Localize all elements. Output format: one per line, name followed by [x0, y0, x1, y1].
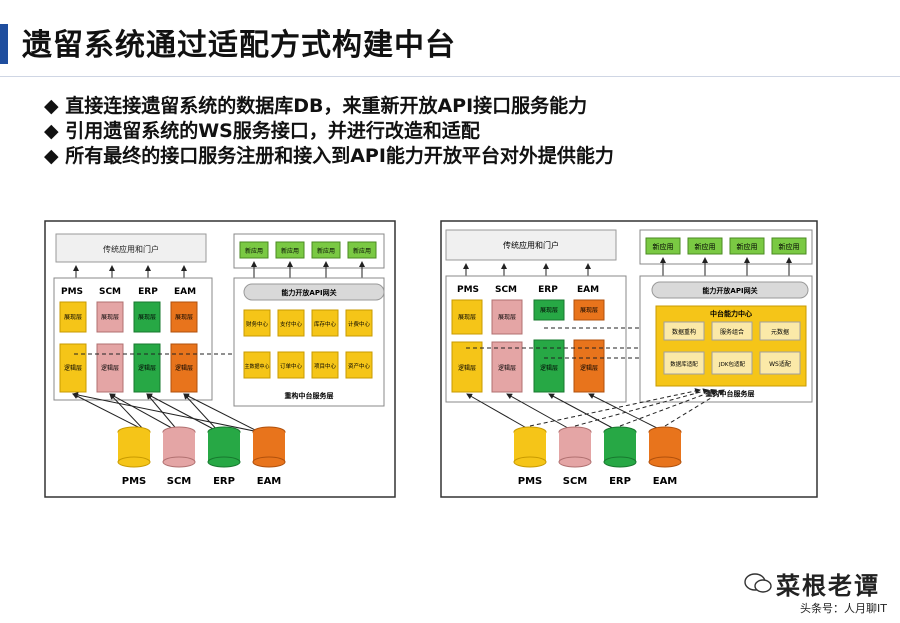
- center-label: 计费中心: [348, 320, 371, 328]
- db-label: SCM: [563, 476, 588, 487]
- portal-label: 传统应用和门户: [103, 244, 159, 254]
- new-app-label: 新应用: [737, 242, 758, 251]
- layer-label: 逻辑层: [458, 364, 476, 372]
- db-label: SCM: [167, 476, 192, 487]
- center-label: 资产中心: [348, 362, 371, 370]
- title-divider: [0, 76, 900, 77]
- layer-label: 逻辑层: [64, 364, 82, 372]
- service-layer-label: 重构中台服务层: [285, 391, 334, 400]
- adapter-label: 服务组合: [720, 328, 744, 336]
- layer-label: 展现层: [458, 314, 476, 321]
- system-label: PMS: [457, 285, 479, 295]
- system-label: EAM: [174, 287, 196, 297]
- layer-label: 展现层: [580, 307, 598, 314]
- db-label: ERP: [213, 476, 235, 487]
- layer-label: 展现层: [64, 314, 82, 321]
- gateway-label: 能力开放API网关: [702, 286, 757, 295]
- new-app-label: 新应用: [317, 247, 335, 255]
- bullet-item: ◆ 直接连接遗留系统的数据库DB，来重新开放API接口服务能力: [44, 95, 588, 117]
- center-label: 主数据中心: [244, 363, 269, 370]
- new-app-label: 新应用: [245, 247, 263, 255]
- layer-label: 展现层: [498, 314, 516, 321]
- wechat-icon: [744, 573, 772, 593]
- db-label: EAM: [653, 476, 678, 487]
- left-architecture-diagram: 传统应用和门户 PMS SCM ERP EAM 展现层 展现层 展现层 展现层 …: [44, 220, 396, 498]
- adapter-label: 数据重构: [672, 328, 696, 336]
- portal-label: 传统应用和门户: [503, 240, 559, 250]
- bullet-item: ◆ 引用遗留系统的WS服务接口，并进行改造和适配: [44, 120, 480, 142]
- adapter-label: 数据库适配: [670, 360, 698, 368]
- center-label: 项目中心: [314, 362, 337, 370]
- adapter-label: 元数据: [771, 328, 789, 336]
- gateway-label: 能力开放API网关: [281, 288, 336, 297]
- title-accent-bar: [0, 24, 8, 64]
- new-app-label: 新应用: [695, 242, 716, 251]
- layer-label: 展现层: [175, 314, 193, 321]
- layer-label: 展现层: [138, 314, 156, 321]
- center-label: 库存中心: [314, 320, 337, 328]
- layer-label: 逻辑层: [580, 364, 598, 372]
- system-label: PMS: [61, 287, 83, 297]
- db-label: PMS: [518, 476, 542, 487]
- service-layer-label: 重构中台服务层: [706, 389, 755, 398]
- layer-label: 展现层: [540, 307, 558, 314]
- bullet-list: ◆ 直接连接遗留系统的数据库DB，来重新开放API接口服务能力 ◆ 引用遗留系统…: [44, 94, 614, 169]
- system-label: SCM: [495, 285, 517, 295]
- layer-label: 逻辑层: [175, 364, 193, 372]
- layer-label: 展现层: [101, 314, 119, 321]
- system-label: SCM: [99, 287, 121, 297]
- system-label: ERP: [138, 287, 158, 297]
- system-label: EAM: [577, 285, 599, 295]
- layer-label: 逻辑层: [540, 364, 558, 372]
- system-label: ERP: [538, 285, 558, 295]
- layer-label: 逻辑层: [138, 364, 156, 372]
- center-label: 支付中心: [280, 320, 303, 328]
- new-app-label: 新应用: [281, 247, 299, 255]
- adapter-label: JDK包适配: [718, 360, 745, 368]
- db-label: ERP: [609, 476, 631, 487]
- new-app-label: 新应用: [653, 242, 674, 251]
- adapter-label: WS适配: [769, 360, 791, 368]
- watermark-source: 头条号：人月聊IT: [800, 602, 887, 615]
- new-app-label: 新应用: [779, 242, 800, 251]
- right-architecture-diagram: 传统应用和门户 PMS SCM ERP EAM 展现层 展现层 展现层 展现层 …: [440, 220, 818, 498]
- center-title: 中台能力中心: [710, 309, 752, 318]
- slide-title: 遗留系统通过适配方式构建中台: [22, 28, 456, 63]
- layer-label: 逻辑层: [101, 364, 119, 372]
- bullet-item: ◆ 所有最终的接口服务注册和接入到API能力开放平台对外提供能力: [44, 145, 614, 167]
- db-label: EAM: [257, 476, 282, 487]
- center-label: 财务中心: [246, 320, 269, 328]
- new-app-label: 新应用: [353, 247, 371, 255]
- layer-label: 逻辑层: [498, 364, 516, 372]
- center-label: 订单中心: [280, 362, 303, 370]
- db-label: PMS: [122, 476, 146, 487]
- watermark-name: 菜根老谭: [776, 572, 880, 600]
